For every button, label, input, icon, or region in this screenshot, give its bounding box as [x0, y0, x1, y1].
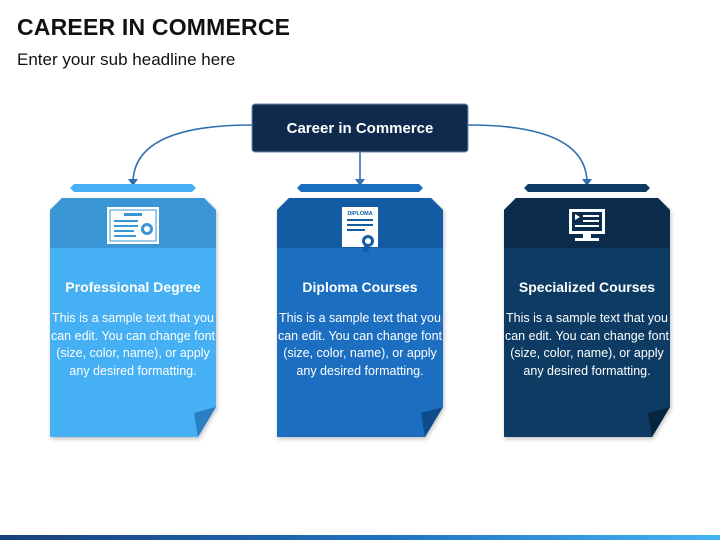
card-body-text: This is a sample text that you can edit.…: [277, 311, 443, 378]
card-top-bar: [70, 184, 196, 192]
card-title: Professional Degree: [65, 279, 201, 295]
root-node-label: Career in Commerce: [286, 119, 434, 137]
diploma-icon: DIPLOMA: [342, 207, 378, 254]
root-box: [251, 103, 469, 153]
card-body-shape: [277, 198, 443, 437]
bottom-accent-bar: [0, 535, 720, 540]
connector-center-arrowhead: [355, 179, 365, 186]
card-fold-corner: [194, 407, 216, 437]
card-title: Specialized Courses: [518, 279, 656, 295]
card-title: Diploma Courses: [302, 279, 418, 295]
connector-right: [467, 124, 588, 184]
online-course-icon: [569, 209, 605, 241]
card-fold-corner: [421, 407, 443, 437]
card-text-specialized-courses: Specialized Courses This is a sample tex…: [504, 270, 670, 380]
page-title: CAREER IN COMMERCE: [17, 14, 291, 40]
card-body-shape: [50, 198, 216, 437]
page-subtitle: Enter your sub headline here: [17, 50, 236, 69]
card-diploma-courses: DIPLOMA: [277, 184, 443, 437]
diploma-icon-text: DIPLOMA: [347, 211, 372, 217]
card-body-text: This is a sample text that you can edit.…: [50, 311, 216, 378]
card-body-shape: [504, 198, 670, 437]
card-text-diploma-courses: Diploma Courses This is a sample text th…: [277, 270, 443, 380]
certificate-icon: [107, 207, 159, 244]
card-fold-corner: [648, 407, 670, 437]
card-top-bar: [297, 184, 423, 192]
card-top-bar: [524, 184, 650, 192]
card-text-professional-degree: Professional Degree This is a sample tex…: [50, 270, 216, 380]
card-body-text: This is a sample text that you can edit.…: [504, 311, 670, 378]
connector-right-arrowhead: [582, 179, 592, 186]
card-professional-degree: [50, 184, 216, 437]
card-specialized-courses: [504, 184, 670, 437]
connector-left-arrowhead: [128, 179, 138, 186]
connector-left: [132, 124, 253, 184]
